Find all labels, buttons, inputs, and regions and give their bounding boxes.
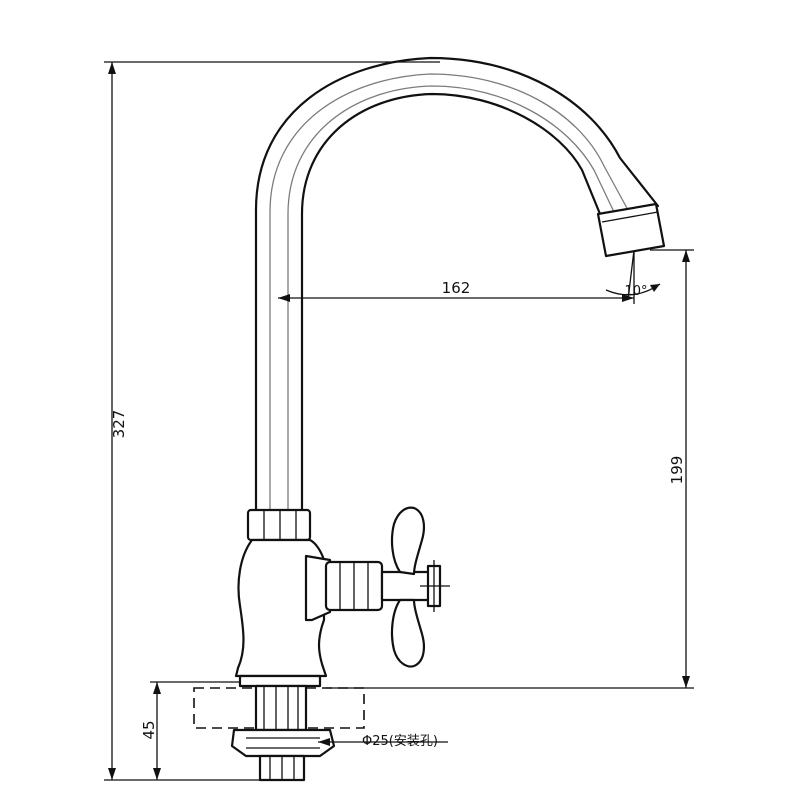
- base-height-dimension: 45: [140, 681, 244, 780]
- spout-angle-label: 10°: [624, 284, 647, 299]
- total-height-dimension: 327: [104, 61, 440, 781]
- mount-hole-callout: Φ25(安装孔): [318, 734, 448, 749]
- mount-hole-label: Φ25(安装孔): [362, 734, 438, 749]
- mounting-nut: [230, 728, 336, 758]
- cross-handle: [390, 506, 425, 668]
- collar-nut: [246, 508, 312, 542]
- faucet-spout: [254, 56, 660, 514]
- outlet-height-dimension: 199: [326, 249, 694, 689]
- mounting-shank: [254, 684, 308, 732]
- spout-angle-dimension: 10°: [605, 249, 661, 301]
- valve-bonnet: [324, 560, 450, 612]
- spout-reach-label: 162: [442, 279, 471, 297]
- valve-body: [234, 538, 332, 678]
- base-flange: [238, 674, 322, 688]
- outlet-height-label: 199: [668, 456, 686, 485]
- total-height-label: 327: [110, 410, 128, 439]
- aerator-nozzle: [596, 202, 666, 258]
- base-height-label: 45: [140, 720, 158, 739]
- inlet-thread: [258, 754, 306, 782]
- spout-reach-dimension: 162: [278, 250, 635, 304]
